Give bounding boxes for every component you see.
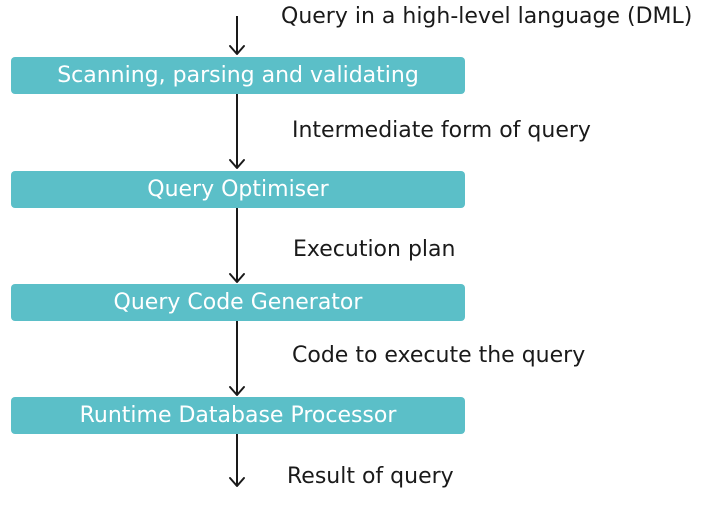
arrow-input [229, 16, 245, 55]
flow-label-code: Code to execute the query [292, 343, 586, 368]
arrow-execution-plan [229, 208, 245, 283]
flow-label-execution-plan: Execution plan [293, 237, 456, 262]
stage-query-code-generator: Query Code Generator [11, 284, 465, 321]
flow-label-input: Query in a high-level language (DML) [281, 4, 693, 29]
arrow-output [229, 434, 245, 487]
stage-query-optimiser: Query Optimiser [11, 171, 465, 208]
stage-scanning-parsing-validating: Scanning, parsing and validating [11, 57, 465, 94]
arrow-code [229, 321, 245, 396]
stage-runtime-database-processor: Runtime Database Processor [11, 397, 465, 434]
flow-label-output: Result of query [287, 464, 454, 489]
arrow-intermediate [229, 94, 245, 169]
flow-label-intermediate: Intermediate form of query [292, 118, 591, 143]
